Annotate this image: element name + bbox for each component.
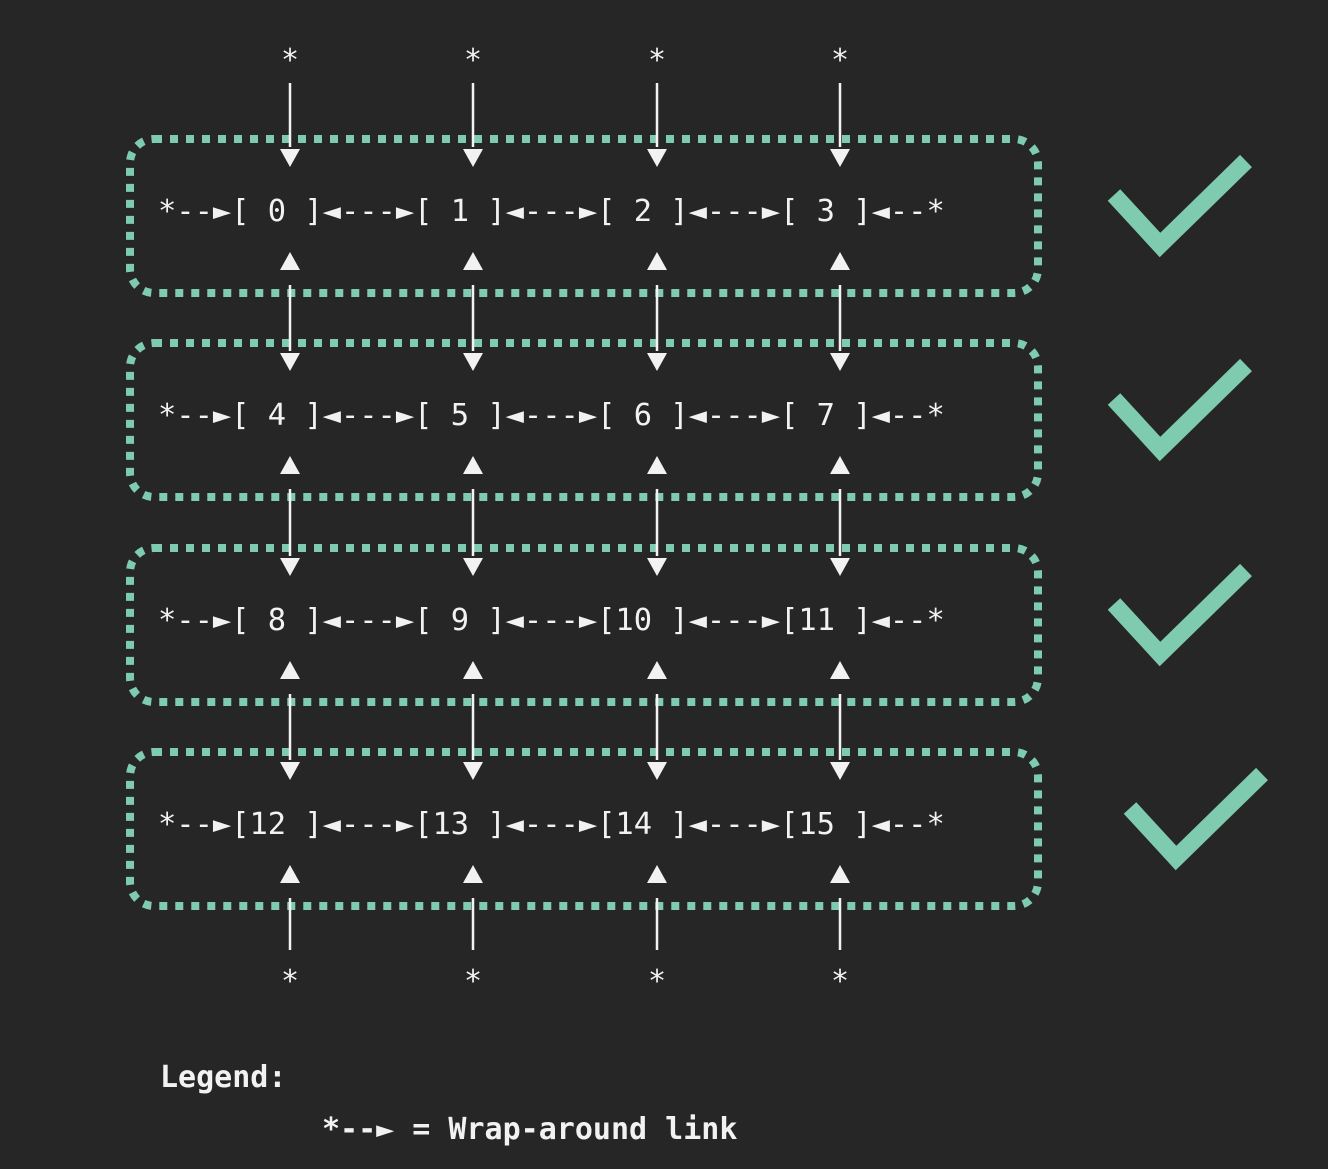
down-arrow-icon [463, 558, 483, 576]
up-arrow-icon [830, 252, 850, 270]
down-arrow-icon [463, 353, 483, 371]
row-0-nodes: *--►[ 0 ]◄---►[ 1 ]◄---►[ 2 ]◄---►[ 3 ]◄… [158, 194, 945, 229]
checkmark-icon [1123, 767, 1268, 871]
row-group-box [126, 748, 1042, 910]
row-3-nodes: *--►[12 ]◄---►[13 ]◄---►[14 ]◄---►[15 ]◄… [158, 807, 945, 842]
row-2-nodes: *--►[ 8 ]◄---►[ 9 ]◄---►[10 ]◄---►[11 ]◄… [158, 603, 945, 638]
checkmark-icon [1107, 154, 1252, 258]
up-arrow-icon [830, 865, 850, 883]
down-arrow-icon [647, 762, 667, 780]
legend-entry: *--► = Wrap-around link [322, 1112, 738, 1147]
up-arrow-icon [280, 661, 300, 679]
row-1-nodes: *--►[ 4 ]◄---►[ 5 ]◄---►[ 6 ]◄---►[ 7 ]◄… [158, 398, 945, 433]
down-arrow-icon [463, 762, 483, 780]
down-arrow-icon [647, 558, 667, 576]
up-arrow-icon [280, 252, 300, 270]
down-arrow-icon [830, 762, 850, 780]
down-arrow-icon [280, 149, 300, 167]
down-arrow-icon [830, 149, 850, 167]
up-arrow-icon [647, 661, 667, 679]
bottom-wrap-star: * [280, 964, 300, 999]
row-group-box [126, 339, 1042, 501]
up-arrow-icon [463, 865, 483, 883]
up-arrow-icon [647, 456, 667, 474]
down-arrow-icon [647, 353, 667, 371]
top-wrap-star: * [647, 43, 667, 78]
legend-title: Legend: [160, 1060, 287, 1095]
up-arrow-icon [830, 456, 850, 474]
up-arrow-icon [463, 456, 483, 474]
down-arrow-icon [463, 149, 483, 167]
up-arrow-icon [280, 456, 300, 474]
up-arrow-icon [280, 865, 300, 883]
top-wrap-star: * [463, 43, 483, 78]
checkmark-icon [1107, 563, 1252, 667]
up-arrow-icon [463, 252, 483, 270]
row-group-box [126, 544, 1042, 706]
down-arrow-icon [280, 558, 300, 576]
down-arrow-icon [830, 353, 850, 371]
down-arrow-icon [280, 762, 300, 780]
bottom-wrap-star: * [463, 964, 483, 999]
bottom-wrap-star: * [830, 964, 850, 999]
down-arrow-icon [830, 558, 850, 576]
top-wrap-star: * [280, 43, 300, 78]
down-arrow-icon [280, 353, 300, 371]
down-arrow-icon [647, 149, 667, 167]
up-arrow-icon [647, 865, 667, 883]
row-group-box [126, 135, 1042, 297]
checkmark-icon [1107, 358, 1252, 462]
up-arrow-icon [830, 661, 850, 679]
up-arrow-icon [647, 252, 667, 270]
bottom-wrap-star: * [647, 964, 667, 999]
top-wrap-star: * [830, 43, 850, 78]
up-arrow-icon [463, 661, 483, 679]
